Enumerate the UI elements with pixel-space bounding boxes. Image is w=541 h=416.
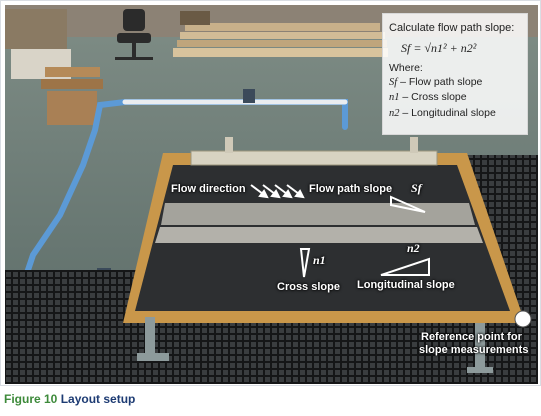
figure-caption: Figure 10 Layout setup: [4, 392, 135, 406]
n2-label: n2: [407, 241, 420, 255]
symbol-n2: n2: [389, 107, 400, 119]
where-label: Where:: [389, 62, 423, 75]
flow-path-slope-label: Flow path slope: [309, 183, 393, 195]
definition-sf-text: – Flow path slope: [400, 76, 483, 89]
figure-number: Figure 10: [4, 392, 58, 406]
timber-stack-left: [5, 9, 103, 125]
longitudinal-slope-triangle: [380, 257, 430, 276]
sf-label: Sf: [411, 181, 422, 195]
inlet-gutter: [190, 150, 438, 166]
definition-n1-text: – Cross slope: [402, 91, 467, 104]
longitudinal-slope-label: Longitudinal slope: [357, 279, 455, 291]
definition-n1: n1 – Cross slope: [389, 90, 521, 105]
cross-slope-label: Cross slope: [277, 281, 340, 293]
frame-supports: [137, 317, 493, 373]
flow-path-slope-triangle: [390, 195, 426, 213]
reference-point-label-line1: Reference point for: [421, 331, 522, 343]
concrete-strip-2: [155, 227, 483, 243]
definition-n2-text: – Longitudinal slope: [402, 106, 496, 119]
flow-direction-arrows: [250, 184, 305, 199]
slope-formula: Sf = √n1² + n2²: [401, 40, 477, 55]
flow-direction-label: Flow direction: [171, 183, 246, 195]
photo-frame: Calculate flow path slope: Sf = √n1² + n…: [0, 0, 541, 386]
reference-point-label-line2: slope measurements: [419, 344, 529, 356]
cross-slope-triangle: [299, 248, 311, 278]
formula-heading: Calculate flow path slope:: [389, 22, 515, 34]
reference-point-marker: [514, 310, 532, 328]
timber-stack-right: [173, 11, 388, 57]
symbol-n1: n1: [389, 92, 400, 104]
definition-n2: n2 – Longitudinal slope: [389, 106, 521, 121]
concrete-strip-1: [161, 203, 475, 225]
n1-label: n1: [313, 253, 326, 267]
figure-caption-text: Layout setup: [60, 392, 136, 406]
symbol-sf: Sf: [389, 77, 398, 89]
office-chair: [115, 9, 153, 60]
definition-sf: Sf – Flow path slope: [389, 75, 521, 90]
slope-formula-box: Calculate flow path slope: Sf = √n1² + n…: [382, 13, 528, 135]
